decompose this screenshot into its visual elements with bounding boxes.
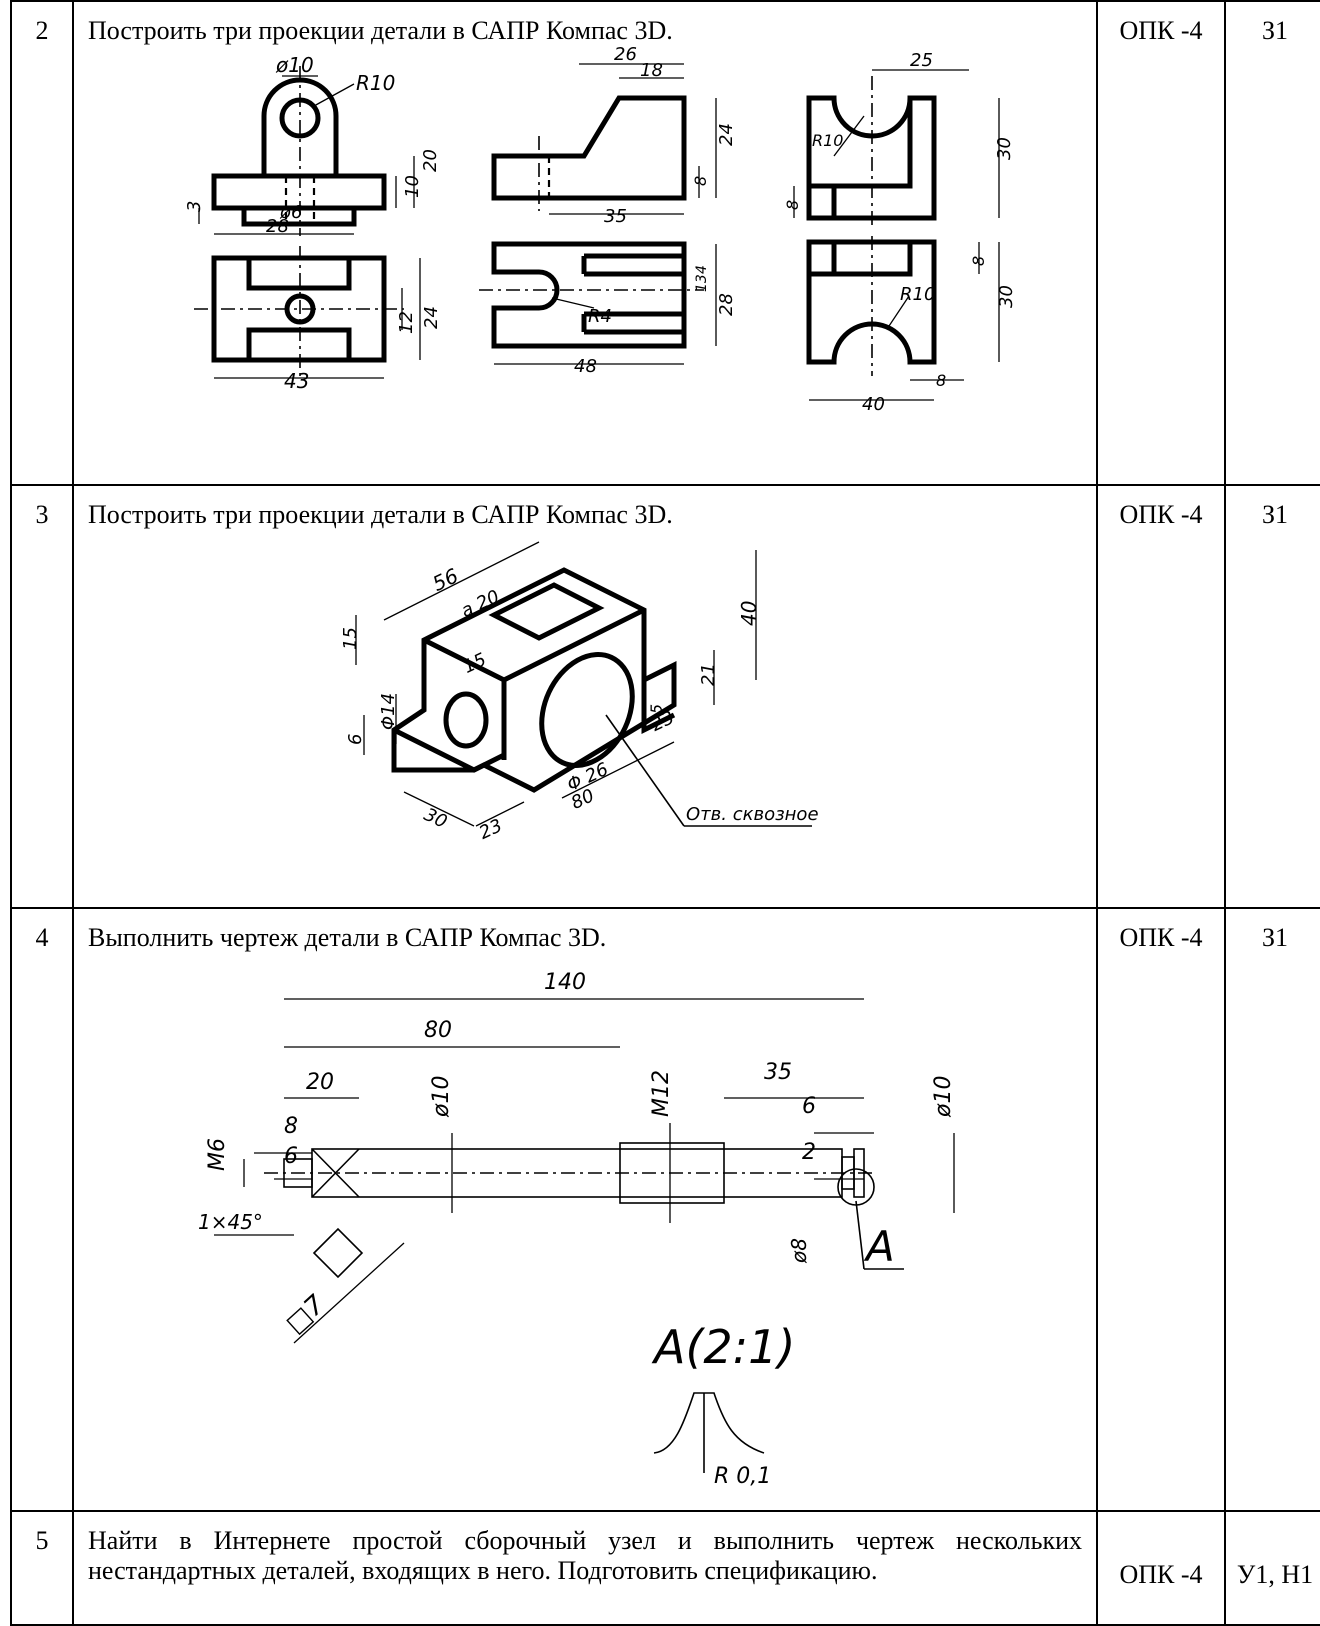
- svg-text:15: 15: [460, 649, 490, 678]
- svg-text:ø6: ø6: [279, 202, 302, 223]
- svg-text:4: 4: [694, 265, 710, 274]
- svg-text:8: 8: [284, 1114, 298, 1139]
- svg-text:28: 28: [266, 216, 289, 237]
- svg-text:28: 28: [716, 293, 737, 316]
- svg-text:35: 35: [604, 206, 627, 227]
- svg-text:R10: R10: [900, 284, 935, 305]
- indicator-cell: З1: [1224, 0, 1320, 486]
- row-number: 2: [10, 0, 74, 486]
- svg-text:20: 20: [420, 149, 441, 172]
- svg-text:140: 140: [544, 970, 586, 995]
- svg-text:M6: M6: [205, 1138, 230, 1171]
- svg-text:8: 8: [936, 371, 946, 390]
- task-text: Выполнить чертеж детали в САПР Компас 3D…: [88, 923, 607, 952]
- svg-text:40: 40: [737, 601, 761, 626]
- svg-text:24: 24: [421, 306, 442, 329]
- task-cell: Построить три проекции детали в САПР Ком…: [72, 484, 1098, 909]
- table-row: 5 Найти в Интернете простой сборочный уз…: [10, 1510, 1320, 1626]
- shaft-dimensions: 140 80 20 35 8 6 6 2: [198, 970, 956, 1489]
- isometric-body: [391, 567, 677, 793]
- svg-text:15: 15: [340, 627, 361, 650]
- svg-text:2: 2: [802, 1140, 816, 1165]
- svg-text:18: 18: [640, 60, 663, 81]
- tasks-table: 2 Построить три проекции детали в САПР К…: [10, 0, 1320, 1626]
- svg-text:6: 6: [345, 734, 366, 745]
- svg-text:8: 8: [691, 176, 710, 186]
- svg-text:40: 40: [862, 394, 885, 415]
- task-cell: Найти в Интернете простой сборочный узел…: [72, 1510, 1098, 1626]
- table-row: 3 Построить три проекции детали в САПР К…: [10, 484, 1320, 909]
- svg-text:ø10: ø10: [931, 1076, 956, 1118]
- row-number: 4: [10, 907, 74, 1512]
- task-cell: Построить три проекции детали в САПР Ком…: [72, 0, 1098, 486]
- svg-text:30: 30: [994, 137, 1015, 160]
- svg-text:20: 20: [306, 1070, 334, 1095]
- svg-text:A: A: [863, 1222, 895, 1271]
- svg-text:R10: R10: [812, 131, 843, 150]
- svg-text:R4: R4: [588, 306, 612, 327]
- svg-text:A(2:1): A(2:1): [651, 1320, 795, 1374]
- svg-text:6: 6: [802, 1094, 816, 1119]
- part1-top-view: 43 12 24: [194, 246, 442, 393]
- isometric-drawing: 56 a 20 15 15 Φ14 6 40 21 5: [340, 541, 819, 844]
- svg-text:43: 43: [284, 369, 309, 393]
- svg-text:80: 80: [424, 1018, 452, 1043]
- drawing-three-views: ø10 R10 ø6 28 3 10 20: [74, 44, 1096, 473]
- task-text: Найти в Интернете простой сборочный узел…: [88, 1526, 1082, 1585]
- svg-text:ø10: ø10: [429, 1076, 454, 1118]
- competence-cell: ОПК -4: [1096, 484, 1226, 909]
- svg-text:8: 8: [783, 200, 802, 210]
- svg-text:56: 56: [429, 563, 462, 596]
- svg-text:6: 6: [284, 1144, 298, 1169]
- svg-text:24: 24: [716, 123, 737, 146]
- svg-text:R10: R10: [356, 71, 395, 95]
- drawing-shaft: A 140 80 20 35 8 6: [74, 953, 1096, 1510]
- task-cell: Выполнить чертеж детали в САПР Компас 3D…: [72, 907, 1098, 1512]
- table-row: 2 Построить три проекции детали в САПР К…: [10, 0, 1320, 486]
- task-text: Построить три проекции детали в САПР Ком…: [88, 500, 673, 529]
- shaft-body: A: [264, 1142, 904, 1271]
- svg-text:Φ14: Φ14: [378, 693, 399, 730]
- part2-front-view: 26 18 35 8 24: [491, 44, 737, 227]
- svg-text:48: 48: [574, 356, 597, 377]
- projection-drawing: ø10 R10 ø6 28 3 10 20: [184, 44, 1017, 415]
- svg-text:M12: M12: [649, 1070, 674, 1117]
- svg-text:23: 23: [476, 815, 506, 844]
- row-number: 3: [10, 484, 74, 909]
- svg-text:□7: □7: [280, 1289, 331, 1339]
- svg-text:1×45°: 1×45°: [198, 1210, 263, 1234]
- svg-text:30: 30: [996, 285, 1017, 308]
- svg-text:8: 8: [969, 256, 988, 266]
- indicator-cell: З1: [1224, 907, 1320, 1512]
- competence-cell: ОПК -4: [1096, 1510, 1226, 1626]
- svg-text:35: 35: [764, 1060, 792, 1085]
- svg-text:3: 3: [184, 201, 205, 212]
- part3-bottom-view: 8 R10 30 40 8: [806, 236, 1017, 415]
- shaft-drawing: A 140 80 20 35 8 6: [198, 970, 956, 1489]
- svg-text:5: 5: [647, 704, 666, 714]
- part3-side-view: 25 R10 30 8: [783, 50, 1015, 226]
- indicator-cell: З1: [1224, 484, 1320, 909]
- svg-text:26: 26: [614, 46, 637, 65]
- part2-top-view: R4 48 4 13 28: [479, 241, 737, 377]
- svg-text:30: 30: [421, 804, 451, 833]
- svg-text:25: 25: [910, 50, 933, 71]
- drawing-isometric: 56 a 20 15 15 Φ14 6 40 21 5: [74, 530, 1096, 907]
- svg-text:10: 10: [402, 175, 423, 198]
- svg-text:13: 13: [694, 274, 710, 292]
- svg-text:R 0,1: R 0,1: [714, 1464, 771, 1489]
- svg-text:21: 21: [698, 663, 719, 686]
- svg-text:ø10: ø10: [275, 53, 314, 77]
- competence-cell: ОПК -4: [1096, 0, 1226, 486]
- row-number: 5: [10, 1510, 74, 1626]
- isometric-dimensions: 56 a 20 15 15 Φ14 6 40 21 5: [340, 541, 819, 844]
- table-row: 4 Выполнить чертеж детали в САПР Компас …: [10, 907, 1320, 1512]
- task-text: Построить три проекции детали в САПР Ком…: [88, 16, 673, 45]
- svg-text:12: 12: [396, 311, 417, 334]
- competence-cell: ОПК -4: [1096, 907, 1226, 1512]
- indicator-cell: У1, Н1: [1224, 1510, 1320, 1626]
- part1-front-view: ø10 R10 ø6 28 3 10 20: [184, 53, 441, 237]
- svg-text:ø8: ø8: [787, 1238, 811, 1264]
- svg-text:Отв. сквозное: Отв. сквозное: [686, 804, 819, 825]
